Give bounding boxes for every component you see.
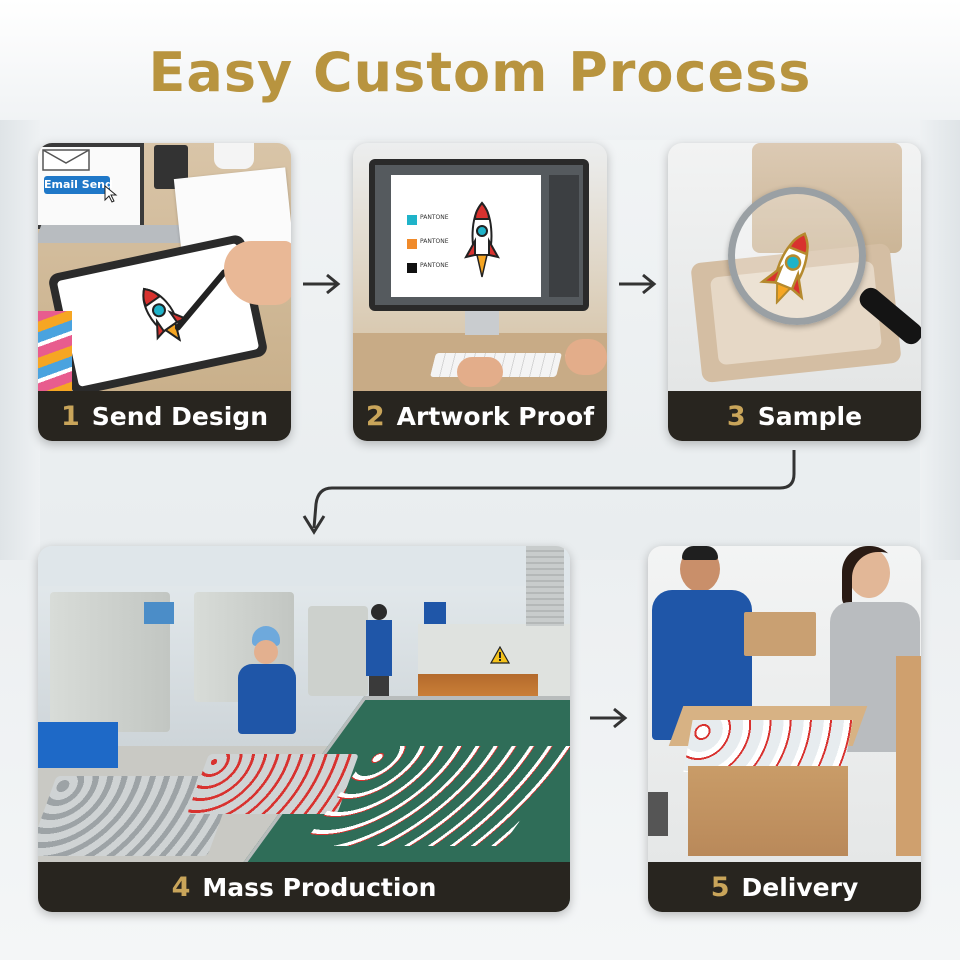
pantone-label-2: PANTONE	[420, 238, 449, 245]
background-ceiling	[0, 0, 960, 140]
worker	[234, 626, 298, 734]
pantone-label-3: PANTONE	[420, 262, 449, 269]
laptop-base	[38, 225, 192, 243]
step-number: 2	[365, 400, 385, 432]
step-title: Delivery	[741, 872, 859, 902]
monitor-stand	[465, 311, 499, 335]
arrow-right-icon	[301, 272, 341, 296]
pantone-swatch-orange	[407, 239, 417, 249]
email-send-button[interactable]: Email Send	[44, 176, 113, 194]
mail-icon	[42, 149, 90, 171]
rocket-artwork-icon	[463, 201, 501, 283]
pen-holder	[648, 792, 668, 836]
step-title: Send Design	[91, 401, 268, 431]
step-label: 1 Send Design	[38, 391, 291, 441]
artwork-proof-scene: PANTONE PANTONE PANTONE	[353, 143, 607, 393]
step-title: Artwork Proof	[396, 401, 595, 431]
ventilation-duct	[526, 546, 564, 626]
press-machine	[308, 606, 368, 696]
step-card-send-design: Email Send 1 S	[38, 143, 291, 441]
step-card-delivery: 5 Delivery	[648, 546, 921, 912]
delivery-scene	[648, 546, 921, 862]
arrow-connector-icon	[298, 448, 800, 538]
plant-pot	[214, 143, 254, 169]
step-label: 2 Artwork Proof	[353, 391, 607, 441]
hand	[457, 357, 503, 387]
arrow-right-icon	[617, 272, 657, 296]
factory-ceiling	[38, 546, 570, 586]
send-design-scene: Email Send	[38, 143, 291, 397]
mass-production-scene	[38, 546, 570, 906]
step-card-artwork-proof: PANTONE PANTONE PANTONE 2 Artwork Proof	[353, 143, 607, 441]
step-number: 1	[60, 400, 80, 432]
color-swatch-cards	[38, 311, 72, 391]
pantone-swatch-black	[407, 263, 417, 273]
step-title: Sample	[757, 401, 863, 431]
step-number: 4	[171, 871, 191, 903]
pantone-swatch-cyan	[407, 215, 417, 225]
arrow-right-icon	[588, 706, 628, 730]
step-card-mass-production: 4 Mass Production	[38, 546, 570, 912]
step-card-sample: 3 Sample	[668, 143, 921, 441]
open-shipping-box	[668, 706, 868, 856]
cursor-icon	[104, 184, 118, 207]
step-number: 5	[710, 871, 730, 903]
magnifying-glass-lens	[728, 187, 866, 325]
press-machine	[50, 592, 174, 732]
hand	[565, 339, 607, 375]
hand	[224, 241, 291, 305]
rocket-pin-icon	[751, 222, 830, 318]
stacked-boxes	[896, 656, 921, 856]
sample-scene	[668, 143, 921, 391]
warning-sign-icon	[489, 645, 511, 668]
step-label: 3 Sample	[668, 391, 921, 441]
pantone-label-1: PANTONE	[420, 214, 449, 221]
rocket-drawing-icon	[124, 274, 202, 358]
page-title: Easy Custom Process	[148, 41, 812, 104]
step-number: 3	[726, 400, 746, 432]
storage-bin	[38, 722, 118, 768]
step-label: 5 Delivery	[648, 862, 921, 912]
step-title: Mass Production	[202, 872, 437, 902]
step-label: 4 Mass Production	[38, 862, 570, 912]
small-parcel	[744, 612, 816, 656]
